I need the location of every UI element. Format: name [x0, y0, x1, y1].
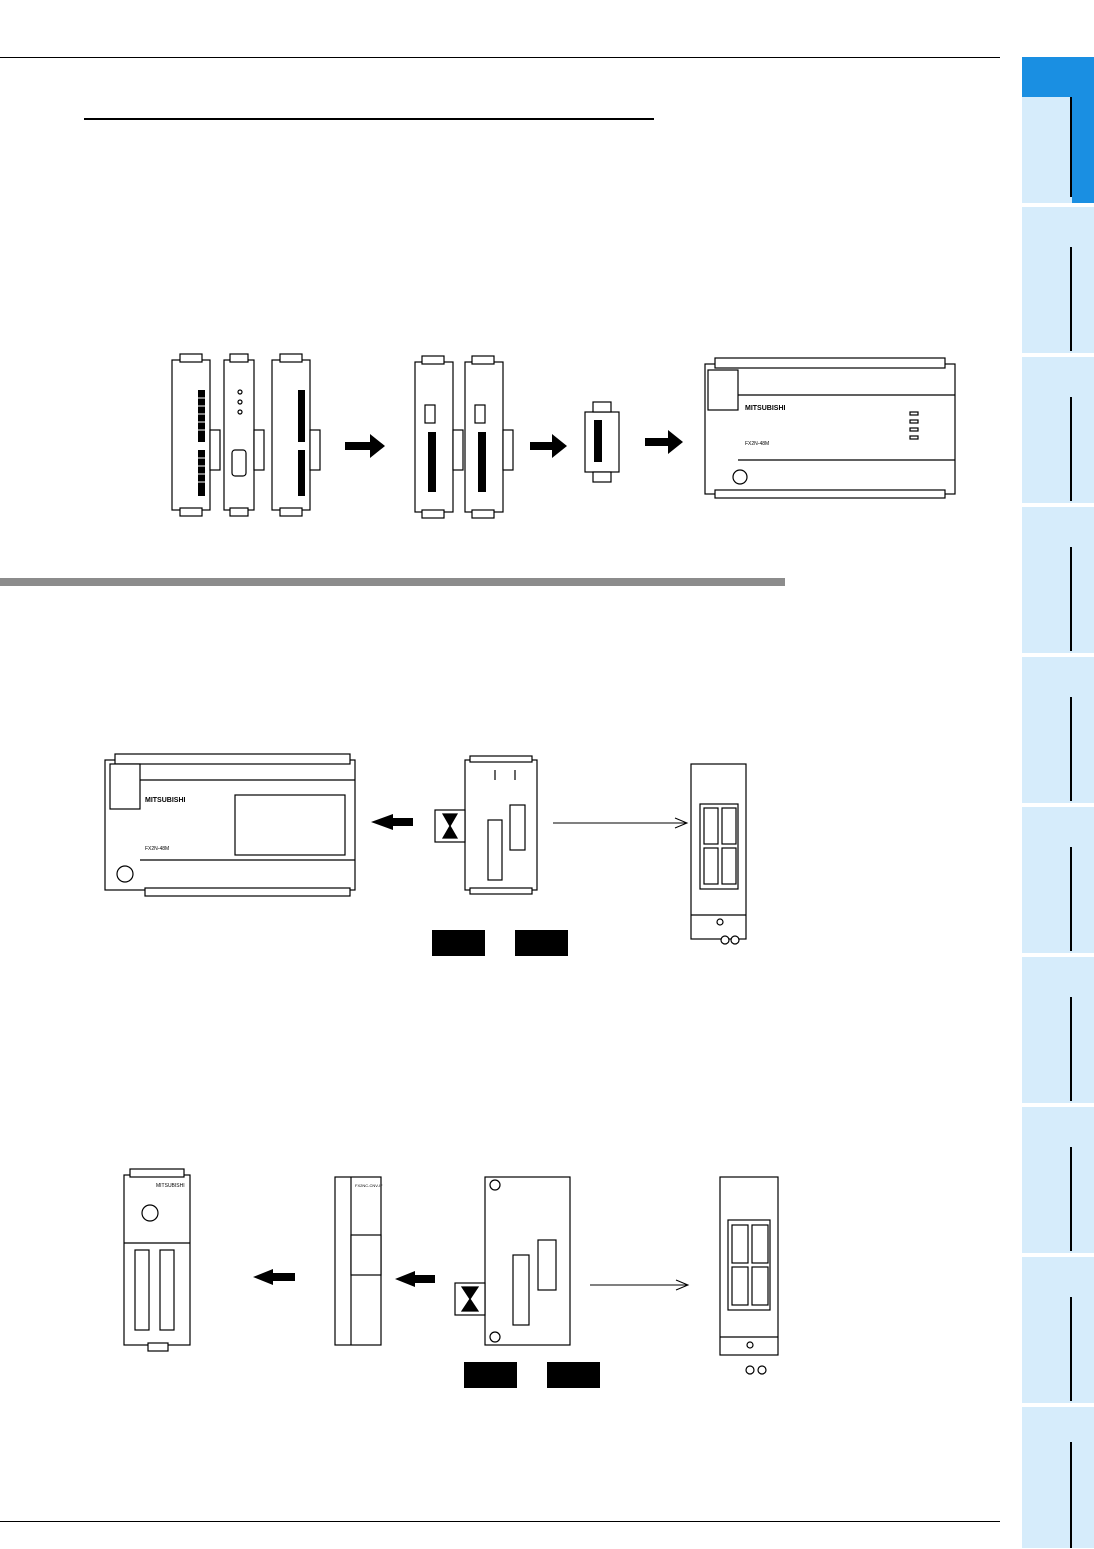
- side-tab-10[interactable]: [1022, 1407, 1094, 1549]
- arrow-1: [345, 434, 385, 458]
- footer-rule: [0, 1521, 1000, 1522]
- io-module-mid-1: [414, 355, 464, 519]
- plc-brand-fig2: MITSUBISHI: [145, 797, 186, 804]
- side-tab-5[interactable]: [1022, 657, 1094, 804]
- plc-model-fig1: FX2N-48M: [745, 441, 769, 447]
- section-divider: [0, 578, 785, 586]
- io-module-right: [271, 353, 321, 517]
- side-tab-7[interactable]: [1022, 957, 1094, 1104]
- arrow-left-1-fig3: [253, 1269, 295, 1285]
- figure-1: MITSUBISHI FX2N-48M: [171, 353, 956, 519]
- plc-unit-fig1: MITSUBISHI FX2N-48M: [704, 357, 956, 499]
- button-label-a-fig2: [432, 930, 485, 956]
- plc-brand-fig3: MITSUBISHI: [156, 1183, 185, 1189]
- header-rule: [0, 57, 1000, 58]
- analog-module: [223, 353, 265, 517]
- figure-2: MITSUBISHI FX2N-48M: [104, 753, 747, 945]
- io-module-mid-2: [464, 355, 514, 519]
- compact-plc-fig3: MITSUBISHI: [123, 1168, 191, 1352]
- servo-amplifier-fig2: [690, 763, 747, 945]
- button-label-b-fig2: [515, 930, 568, 956]
- interface-adapter-fig3: FX2NC-CNV-IF: [334, 1176, 383, 1346]
- io-module-left: [171, 353, 221, 517]
- side-tab-2[interactable]: [1022, 207, 1094, 354]
- button-label-b-fig3: [547, 1362, 600, 1388]
- button-label-a-fig3: [464, 1362, 517, 1388]
- arrow-left-2-fig3: [395, 1271, 435, 1287]
- side-tab-6[interactable]: [1022, 807, 1094, 954]
- converter-module: [584, 401, 620, 483]
- arrow-3: [645, 430, 683, 454]
- plc-brand-fig1: MITSUBISHI: [745, 405, 786, 412]
- figure-3: MITSUBISHI FX2NC-CNV-IF: [123, 1168, 779, 1375]
- side-tab-4[interactable]: [1022, 507, 1094, 654]
- side-tab-3[interactable]: [1022, 357, 1094, 504]
- section-underline: [84, 118, 654, 120]
- servo-amplifier-fig3: [719, 1176, 779, 1375]
- side-tab-9[interactable]: [1022, 1257, 1094, 1404]
- side-tab-8[interactable]: [1022, 1107, 1094, 1254]
- side-tab-1[interactable]: [1022, 57, 1094, 204]
- special-adapter-fig2: [434, 755, 538, 895]
- adapter-label-fig3: FX2NC-CNV-IF: [355, 1183, 383, 1188]
- plc-model-fig2: FX2N-48M: [145, 846, 169, 852]
- arrow-2: [530, 434, 567, 458]
- arrow-left-fig2: [371, 814, 413, 830]
- plc-unit-fig2: MITSUBISHI FX2N-48M: [104, 753, 356, 897]
- special-adapter-fig3: [454, 1176, 571, 1346]
